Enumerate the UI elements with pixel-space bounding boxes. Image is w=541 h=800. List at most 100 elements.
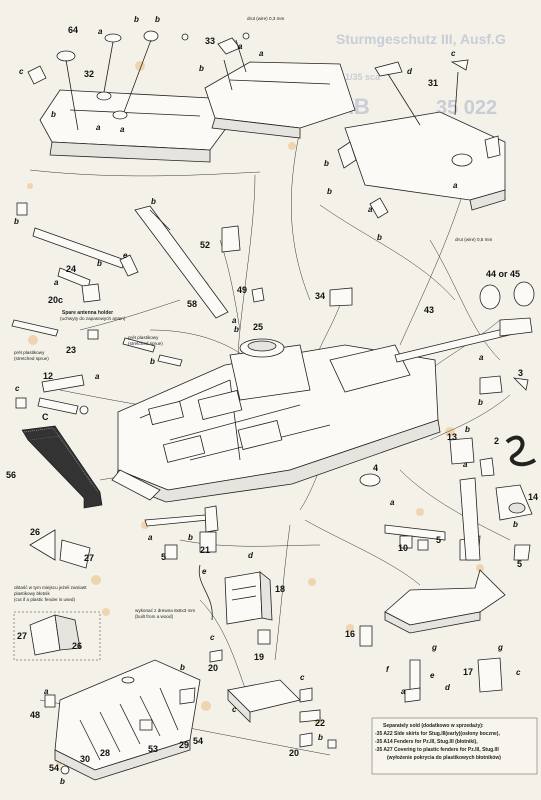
fender-note-3: (cut if a plastic fender is used) xyxy=(14,597,75,602)
label-a: a xyxy=(259,49,264,58)
part-64: 64 xyxy=(68,25,78,35)
bracket-22-assembly xyxy=(227,679,337,749)
kit-code: 35 022 xyxy=(436,97,497,119)
main-hull xyxy=(111,324,523,503)
label-b: b xyxy=(150,357,155,366)
part-21: 21 xyxy=(200,545,210,555)
kit-scale: 1/35 sca xyxy=(345,72,381,82)
label-c: c xyxy=(232,705,237,714)
right-parts xyxy=(449,281,537,561)
detail-box xyxy=(13,611,101,661)
part-18: 18 xyxy=(275,584,285,594)
label-b: b xyxy=(155,15,160,24)
label-b: b xyxy=(478,398,483,407)
label-b: b xyxy=(180,663,185,672)
label-a: a xyxy=(463,460,468,469)
part-4: 4 xyxy=(373,463,378,473)
label-a: a xyxy=(368,205,373,214)
part-20c: 20c xyxy=(48,295,63,305)
label-c: c xyxy=(19,67,24,76)
separately-sold-line4: (wyłożenie pokrycia do plastikowych błot… xyxy=(387,755,501,761)
rear-plate-assembly xyxy=(337,59,506,219)
sprue-note-1b: (stretched sprue) xyxy=(14,356,49,361)
part-49: 49 xyxy=(237,285,247,295)
label-c: c xyxy=(516,668,521,677)
part-29: 29 xyxy=(179,740,189,750)
label-b: b xyxy=(199,64,204,73)
label-a: a xyxy=(453,181,458,190)
part-5c: 5 xyxy=(161,552,166,562)
middle-parts xyxy=(29,473,531,569)
part-5b: 5 xyxy=(517,559,522,569)
part-33: 33 xyxy=(205,36,215,46)
label-d: d xyxy=(248,551,254,560)
label-a: a xyxy=(148,533,153,542)
label-a: a xyxy=(44,687,49,696)
part-30: 30 xyxy=(80,754,90,764)
part-52: 52 xyxy=(200,240,210,250)
wood-block-assembly xyxy=(198,564,273,663)
part-16: 16 xyxy=(345,629,355,639)
part-34: 34 xyxy=(315,291,325,301)
label-a: a xyxy=(401,687,406,696)
part-5a: 5 xyxy=(436,535,441,545)
label-b: b xyxy=(188,533,193,542)
label-e: e xyxy=(123,251,128,260)
part-48: 48 xyxy=(30,710,40,720)
spare-antenna-note-pl: (uchwyty do zapasowych anten) xyxy=(60,316,126,321)
front-plate-assembly xyxy=(27,30,239,163)
part-12: 12 xyxy=(43,371,53,381)
separately-sold-line3: -35 A27 Covering to plastic fenders for … xyxy=(375,747,499,753)
label-b: b xyxy=(234,325,239,334)
wood-note-2: (built from a wood) xyxy=(135,614,174,619)
label-b: b xyxy=(318,733,323,742)
part-10: 10 xyxy=(398,543,408,553)
part-19: 19 xyxy=(254,652,264,662)
engine-deck-assembly xyxy=(204,32,356,139)
part-13: 13 xyxy=(447,432,457,442)
part-53: 53 xyxy=(148,744,158,754)
part-31: 31 xyxy=(428,78,438,88)
part-28: 28 xyxy=(100,748,110,758)
label-a: a xyxy=(54,278,59,287)
header-ghost: Sturmgeschutz III, Ausf.G 1/35 sca AB 35… xyxy=(336,31,506,119)
separately-sold-box xyxy=(371,717,538,775)
label-d: d xyxy=(407,67,413,76)
kit-title: Sturmgeschutz III, Ausf.G xyxy=(336,31,506,47)
label-d: d xyxy=(445,683,451,692)
part-2: 2 xyxy=(494,436,499,446)
label-a: a xyxy=(238,42,243,51)
part-56: 56 xyxy=(6,470,16,480)
wood-note-1: wykonać z drewna 8x8x3 mm xyxy=(135,608,195,613)
label-b: b xyxy=(377,233,382,242)
sprue-note-2b: (stretched sprue) xyxy=(128,341,163,346)
label-a: a xyxy=(95,372,100,381)
part-20a: 20 xyxy=(208,663,218,673)
sprue-note-1: prét plastikowy xyxy=(14,350,45,355)
label-b: b xyxy=(97,259,102,268)
label-b: b xyxy=(324,159,329,168)
wire-note-05: drut (wire) 0,5 mm xyxy=(455,237,492,242)
sprue-note-2: prét plastikowy xyxy=(128,335,159,340)
label-g: g xyxy=(431,643,437,652)
part-54a: 54 xyxy=(49,763,59,773)
label-a: a xyxy=(232,316,237,325)
label-c: c xyxy=(210,633,215,642)
antenna-rail-parts xyxy=(16,202,353,319)
part-17: 17 xyxy=(463,667,473,677)
label-b: b xyxy=(327,187,332,196)
part-54b: 54 xyxy=(193,736,203,746)
separately-sold-line2: -35 A14 Fenders for Pz.III, Stug.III (bł… xyxy=(375,739,478,745)
part-20b: 20 xyxy=(289,748,299,758)
fender-note-1: obtaść w tym miejscu jeżeli zamiast xyxy=(14,585,87,590)
label-c: c xyxy=(300,673,305,682)
label-c: c xyxy=(15,384,20,393)
part-22: 22 xyxy=(315,718,325,728)
part-32: 32 xyxy=(84,69,94,79)
grille-56 xyxy=(21,425,103,509)
part-3: 3 xyxy=(518,368,523,378)
wire-note-03: drut (wire) 0,3 mm xyxy=(247,16,284,21)
part-27: 27 xyxy=(84,553,94,563)
